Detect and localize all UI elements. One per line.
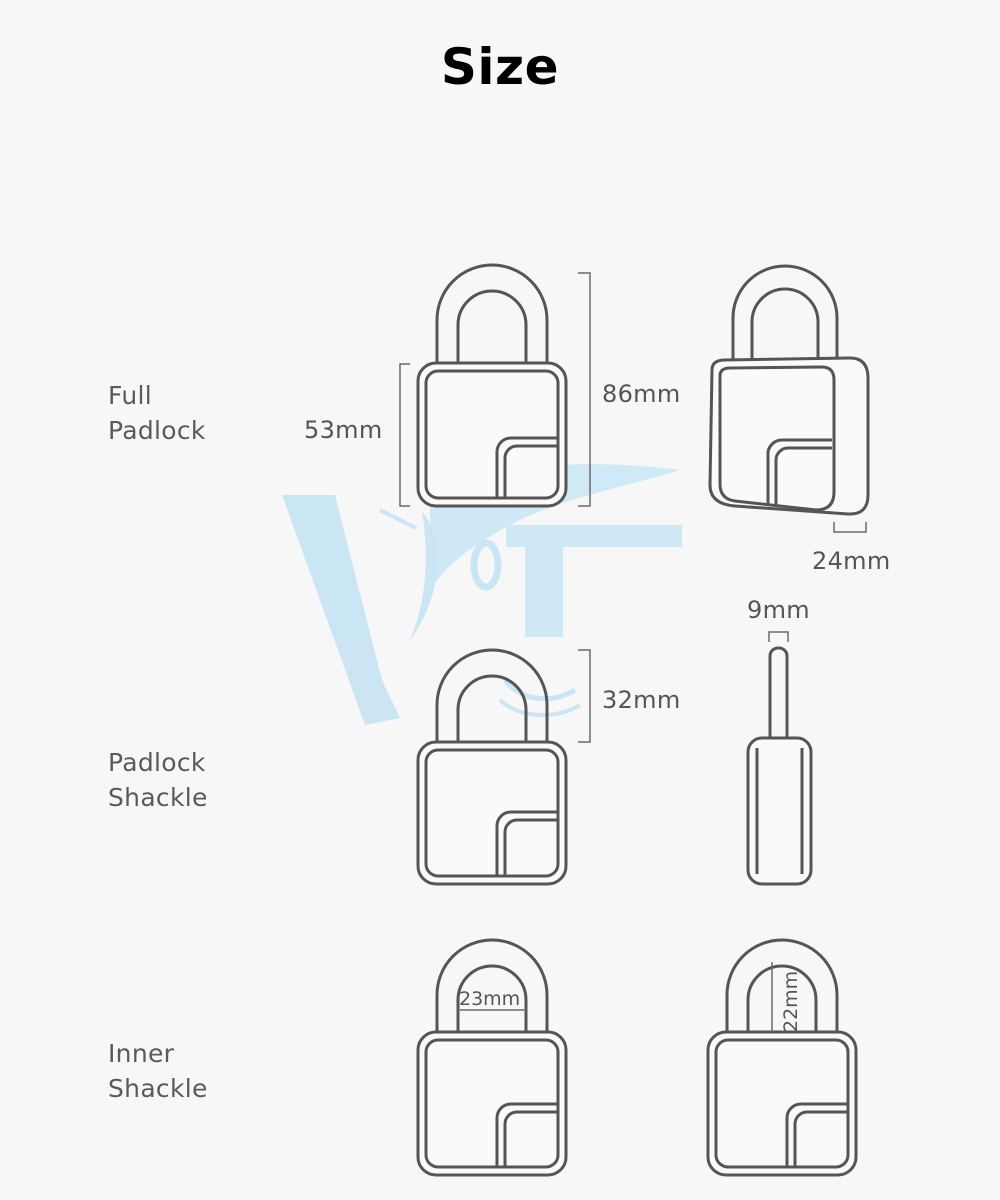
padlock-side-view: [746, 646, 813, 886]
dimension-shackle-clearance: 32mm: [602, 686, 681, 714]
shackle-width-bracket: [768, 631, 789, 642]
dimension-shackle-width: 9mm: [747, 596, 810, 624]
padlock-inner-width: 23mm: [416, 938, 568, 1177]
padlock-angled-full: [708, 264, 870, 516]
total-height-bracket: [578, 272, 591, 507]
dimension-inner-width: 23mm: [459, 988, 520, 1010]
dimension-inner-height: 22mm: [780, 971, 802, 1032]
body-height-bracket: [399, 363, 410, 507]
padlock-front-full: [416, 263, 568, 508]
padlock-inner-height: 22mm: [706, 938, 858, 1177]
thickness-bracket: [833, 522, 867, 533]
dimension-total-height: 86mm: [602, 380, 681, 408]
padlock-front-shackle: [416, 648, 568, 886]
shackle-clearance-bracket: [578, 649, 591, 743]
dimension-thickness: 24mm: [812, 547, 891, 575]
dimension-body-height: 53mm: [304, 416, 383, 444]
watermark-logo: [282, 464, 682, 725]
page-title: Size: [440, 38, 560, 96]
